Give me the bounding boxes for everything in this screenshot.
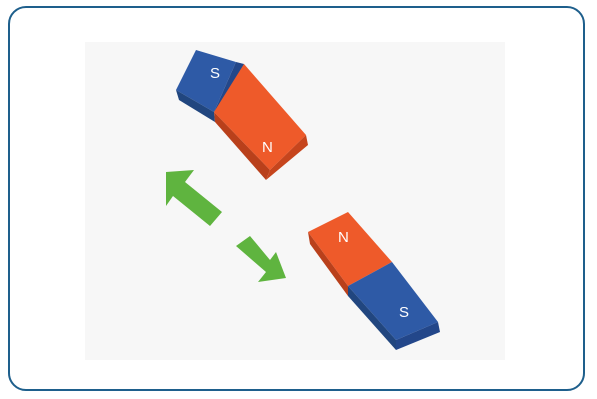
magnet-bottom-north-label: N [338, 229, 349, 246]
diagram-backdrop [85, 42, 505, 360]
magnet-bottom-south-label: S [399, 304, 409, 321]
magnet-top-south-label: S [210, 65, 220, 82]
magnet-top-north-label: N [262, 139, 273, 156]
